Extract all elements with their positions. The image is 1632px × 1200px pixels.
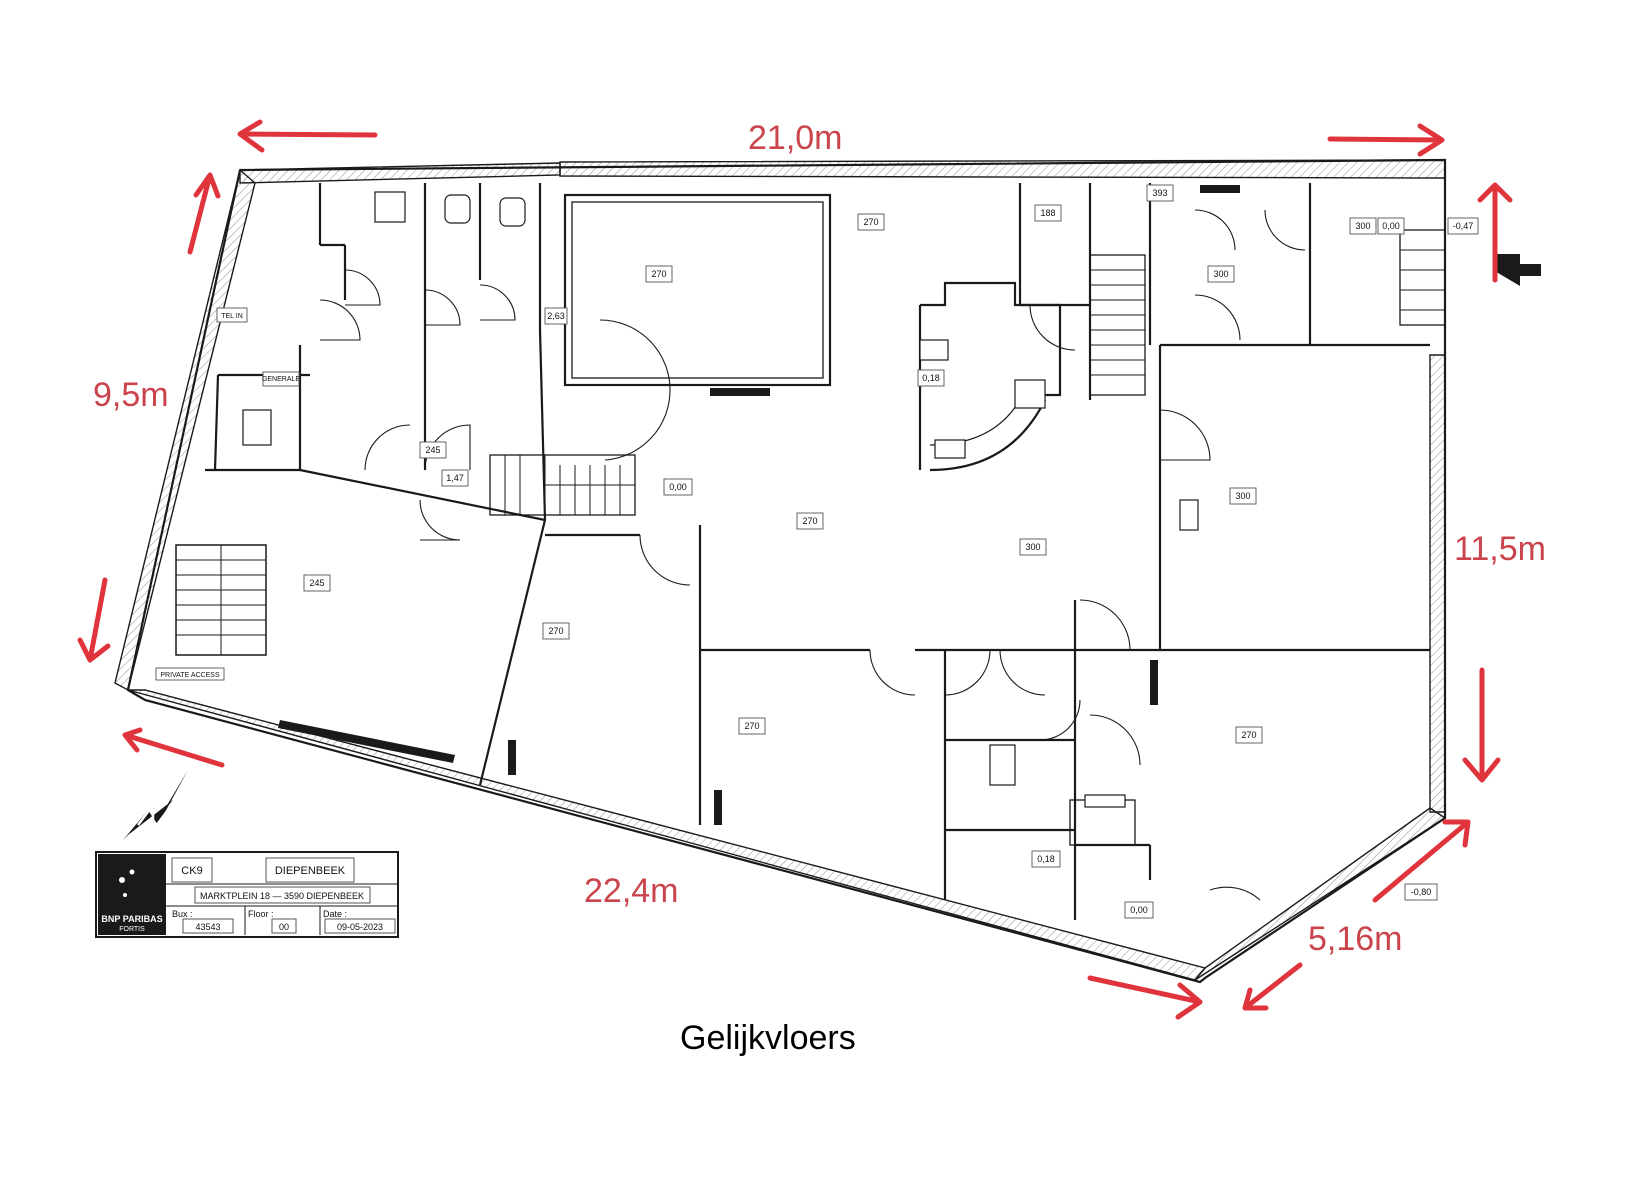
svg-text:300: 300 bbox=[1025, 542, 1040, 552]
room-tag: 188 bbox=[1034, 204, 1062, 222]
interior-walls bbox=[175, 183, 1430, 920]
tel-in-label: TEL IN bbox=[221, 313, 243, 320]
svg-text:270: 270 bbox=[548, 626, 563, 636]
svg-text:270: 270 bbox=[744, 721, 759, 731]
dimension-arrows bbox=[77, 119, 1513, 1020]
room-tag: 0,00 bbox=[663, 478, 693, 496]
dimension-top: 21,0m bbox=[748, 119, 843, 157]
room-tag: 300 bbox=[1349, 217, 1377, 235]
plan-labels: PRIVATE ACCESS GENERALE TEL IN bbox=[155, 307, 300, 681]
logo-text: BNP PARIBAS bbox=[101, 914, 162, 924]
dimension-bottom: 22,4m bbox=[584, 872, 679, 910]
generale-label: GENERALE bbox=[262, 376, 300, 383]
svg-text:270: 270 bbox=[863, 217, 878, 227]
svg-text:1,47: 1,47 bbox=[446, 473, 464, 483]
room-tag: 0,18 bbox=[1031, 850, 1061, 868]
title-block-address: MARKTPLEIN 18 — 3590 DIEPENBEEK bbox=[200, 891, 364, 901]
room-tag: 270 bbox=[796, 512, 824, 530]
room-tags: 270 270 188 393 300 0,00 -0,47 300 2,63 … bbox=[303, 184, 1479, 919]
door-swings bbox=[319, 209, 1306, 901]
title-block-code: CK9 bbox=[181, 865, 202, 877]
date-value: 09-05-2023 bbox=[337, 922, 383, 932]
room-tag: 270 bbox=[738, 717, 766, 735]
svg-text:0,18: 0,18 bbox=[922, 373, 940, 383]
svg-text:300: 300 bbox=[1235, 491, 1250, 501]
stairs bbox=[175, 229, 1446, 656]
svg-text:245: 245 bbox=[309, 578, 324, 588]
title-block: BNP PARIBAS FORTIS CK9 DIEPENBEEK MARKTP… bbox=[95, 851, 399, 938]
room-tag: 0,00 bbox=[1124, 901, 1154, 919]
room-tag: 270 bbox=[542, 622, 570, 640]
svg-text:270: 270 bbox=[802, 516, 817, 526]
room-tag: 270 bbox=[1235, 726, 1263, 744]
svg-text:393: 393 bbox=[1152, 188, 1167, 198]
fixtures bbox=[242, 185, 1240, 825]
room-tag: 0,00 bbox=[1377, 217, 1405, 235]
svg-text:245: 245 bbox=[425, 445, 440, 455]
room-tag: 0,18 bbox=[917, 369, 945, 387]
dimension-right: 11,5m bbox=[1454, 530, 1546, 568]
logo-subtext: FORTIS bbox=[119, 926, 145, 933]
room-tag: 1,47 bbox=[441, 469, 469, 487]
floor-value: 00 bbox=[279, 922, 289, 932]
svg-text:270: 270 bbox=[1241, 730, 1256, 740]
bux-value: 43543 bbox=[195, 922, 220, 932]
bnp-paribas-logo-icon bbox=[98, 854, 166, 935]
svg-text:188: 188 bbox=[1040, 208, 1055, 218]
svg-text:300: 300 bbox=[1213, 269, 1228, 279]
svg-text:2,63: 2,63 bbox=[547, 311, 565, 321]
room-tag: 300 bbox=[1229, 487, 1257, 505]
north-arrow-icon bbox=[123, 770, 188, 840]
room-tag: 300 bbox=[1019, 538, 1047, 556]
title-block-city: DIEPENBEEK bbox=[275, 865, 346, 877]
room-tag: -0,47 bbox=[1447, 217, 1479, 235]
entrance-arrow-icon bbox=[1493, 254, 1541, 286]
floor-caption: Gelijkvloers bbox=[680, 1019, 856, 1057]
svg-text:0,00: 0,00 bbox=[1382, 221, 1400, 231]
floor-label: Floor : bbox=[248, 909, 274, 919]
bux-label: Bux : bbox=[172, 909, 193, 919]
room-tag: -0,80 bbox=[1404, 883, 1438, 901]
room-tag: 245 bbox=[303, 574, 331, 592]
dimension-corner: 5,16m bbox=[1308, 920, 1403, 958]
date-label: Date : bbox=[323, 909, 347, 919]
svg-text:-0,80: -0,80 bbox=[1411, 887, 1432, 897]
svg-text:0,00: 0,00 bbox=[669, 482, 687, 492]
room-tag: 245 bbox=[419, 441, 447, 459]
svg-text:0,18: 0,18 bbox=[1037, 854, 1055, 864]
svg-text:300: 300 bbox=[1355, 221, 1370, 231]
svg-text:0,00: 0,00 bbox=[1130, 905, 1148, 915]
room-tag: 393 bbox=[1146, 184, 1174, 202]
private-access-label: PRIVATE ACCESS bbox=[160, 672, 220, 679]
svg-text:270: 270 bbox=[651, 269, 666, 279]
dimension-left: 9,5m bbox=[93, 376, 169, 414]
room-tag: 300 bbox=[1207, 265, 1235, 283]
svg-text:-0,47: -0,47 bbox=[1453, 221, 1474, 231]
room-tag: 270 bbox=[645, 265, 673, 283]
room-tag: 2,63 bbox=[544, 307, 568, 325]
room-tag: 270 bbox=[857, 213, 885, 231]
